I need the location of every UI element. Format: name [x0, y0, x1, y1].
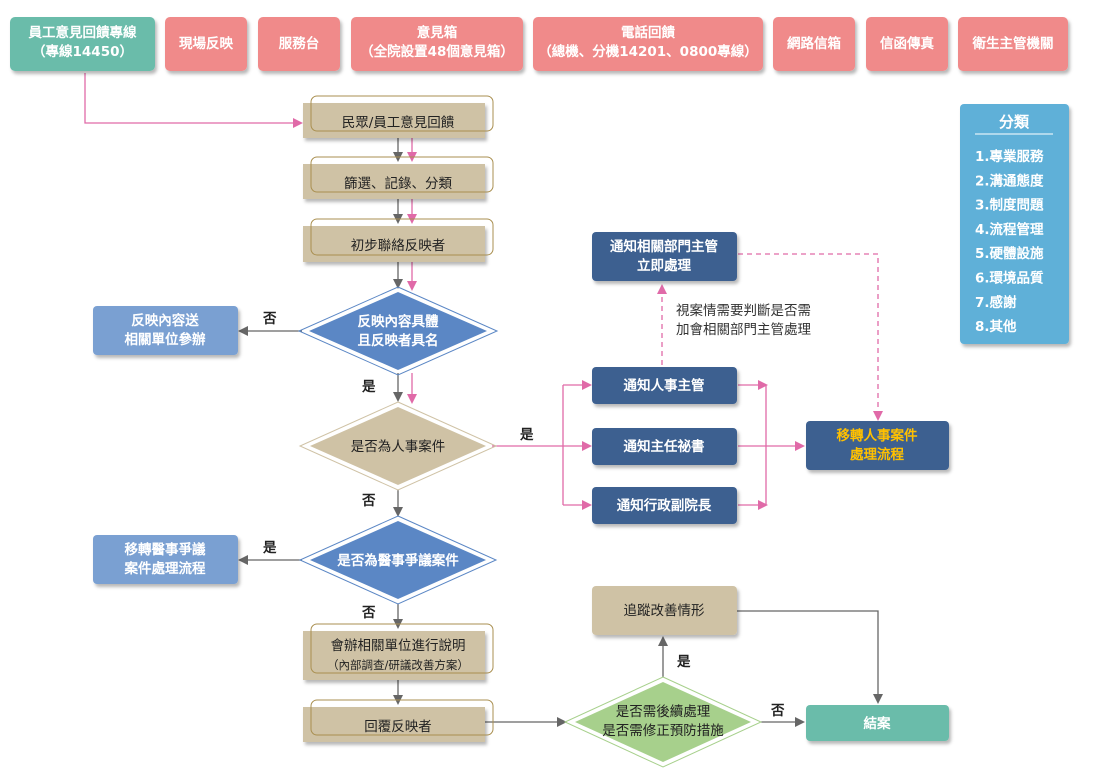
- judgement-note: 視案情需要判斷是否需加會相關部門主管處理: [676, 302, 811, 338]
- onsite-text: 現場反映: [179, 35, 233, 52]
- followup-diamond: [575, 682, 751, 762]
- medical-flow-text: 移轉醫事爭議案件處理流程: [124, 541, 206, 577]
- service-desk-text: 服務台: [279, 35, 320, 52]
- letter-fax-text: 信函傳真: [880, 35, 934, 52]
- personnel-diamond-outline: [298, 401, 498, 491]
- web-mail-text: 網路信箱: [787, 35, 841, 52]
- category-item: 4.流程管理: [975, 221, 1044, 238]
- joint-review-box: [303, 631, 485, 680]
- specific-diamond-outline: [297, 286, 499, 376]
- hr-head-box: [592, 367, 737, 404]
- forward-unit-text: 反映內容送相關單位參辦: [125, 312, 206, 348]
- category-item: 2.溝通態度: [975, 172, 1044, 189]
- letter-fax-box: [866, 17, 948, 71]
- followup-diamond-outline: [563, 676, 763, 768]
- track-text: 追蹤改善情形: [624, 603, 705, 619]
- service-desk-box: [258, 17, 340, 71]
- category-item: 3.制度問題: [975, 197, 1044, 214]
- followup-text: 是否需後續處理是否需修正預防措施: [602, 704, 724, 739]
- categories-box: [960, 104, 1069, 344]
- category-item: 6.環境品質: [975, 270, 1044, 287]
- label-personnel-no: 否: [361, 493, 376, 509]
- category-item: 8.其他: [975, 318, 1017, 335]
- transfer-hr-text: 移轉人事案件處理流程: [837, 427, 918, 463]
- hr-head-text: 通知人事主管: [624, 377, 705, 394]
- steps: 民眾/員工意見回饋 篩選、記錄、分類 初步聯絡反映者 會辦相關單位進行說明（內部…: [303, 95, 949, 742]
- contact-frame: [310, 218, 494, 256]
- category-item: 5.硬體設施: [975, 245, 1044, 262]
- forward-unit-box: [93, 306, 238, 355]
- label-specific-yes: 是: [362, 379, 376, 395]
- vp-box: [592, 487, 737, 524]
- feedback-box: [303, 103, 485, 138]
- medical-text: 是否為醫事爭議案件: [337, 552, 459, 569]
- dept-head-box: [592, 232, 737, 281]
- connectors: [84, 73, 883, 727]
- label-followup-yes: 是: [677, 654, 691, 670]
- label-personnel-yes: 是: [520, 427, 534, 443]
- vp-text: 通知行政副院長: [617, 497, 712, 514]
- close-text: 結案: [864, 715, 892, 732]
- phone-text: 電話回饋（總機、分機14201、0800專線）: [538, 24, 758, 60]
- joint-review-text: 會辦相關單位進行說明（內部調查/研議改善方案）: [327, 637, 469, 672]
- secretary-box: [592, 428, 737, 465]
- label-medical-yes: 是: [263, 540, 277, 556]
- phone-box: [533, 17, 763, 71]
- categories-list: 1.專業服務 2.溝通態度 3.制度問題 4.流程管理 5.硬體設施 6.環境品質 7.感謝…: [975, 148, 1044, 335]
- reply-frame: [310, 699, 494, 736]
- health-authority-text: 衛生主管機關: [972, 35, 1054, 52]
- track-box: [592, 586, 737, 635]
- category-item: 1.專業服務: [975, 148, 1044, 165]
- onsite-box: [165, 17, 247, 71]
- decisions: 反映內容具體且反映者具名 是否為人事案件 是否為醫事爭議案件 是否需後續處理是否…: [297, 286, 763, 768]
- reply-text: 回覆反映者: [364, 719, 432, 735]
- joint-review-frame: [310, 623, 494, 674]
- connector-track-close: [737, 610, 883, 704]
- personnel-diamond: [310, 407, 486, 485]
- secretary-text: 通知主任祕書: [624, 438, 705, 455]
- suggestion-box-box: [351, 17, 523, 71]
- contact-box: [303, 226, 485, 262]
- hotline-text: 員工意見回饋專線（專線14450）: [29, 24, 137, 60]
- outcomes: 反映內容送相關單位參辦 移轉醫事爭議案件處理流程 通知相關部門主管立即處理 通知…: [93, 232, 949, 584]
- category-item: 7.感謝: [975, 294, 1017, 311]
- label-specific-no: 否: [262, 311, 277, 327]
- screen-text: 篩選、記錄、分類: [344, 175, 452, 192]
- contact-text: 初步聯絡反映者: [351, 237, 446, 254]
- health-authority-box: [958, 17, 1068, 71]
- medical-flow-box: [93, 535, 238, 584]
- screen-frame: [310, 156, 494, 193]
- connector-hotline-feedback: [84, 73, 303, 128]
- feedback-frame: [310, 95, 494, 132]
- specific-diamond: [309, 292, 487, 370]
- web-mail-box: [773, 17, 855, 71]
- medical-diamond-outline: [298, 515, 498, 605]
- edge-labels: 否 是 是 否 是 否 是 否: [262, 311, 785, 719]
- categories-title: 分類: [999, 113, 1030, 131]
- connector-depthead-transfer-dashed: [738, 253, 883, 421]
- suggestion-box-text: 意見箱（全院設置48個意見箱）: [360, 24, 514, 60]
- transfer-hr-box: [806, 421, 949, 470]
- source-row: 員工意見回饋專線（專線14450） 現場反映 服務台 意見箱（全院設置48個意見…: [10, 17, 1068, 71]
- label-medical-no: 否: [361, 605, 376, 621]
- medical-diamond: [310, 521, 486, 599]
- dept-head-text: 通知相關部門主管立即處理: [610, 238, 718, 274]
- specific-text: 反映內容具體且反映者具名: [358, 313, 439, 349]
- reply-box: [303, 707, 485, 742]
- categories-panel: 分類 1.專業服務 2.溝通態度 3.制度問題 4.流程管理 5.硬體設施 6.環境品質 7…: [960, 104, 1069, 344]
- feedback-text: 民眾/員工意見回饋: [342, 114, 455, 131]
- label-followup-no: 否: [770, 703, 785, 719]
- personnel-text: 是否為人事案件: [351, 438, 446, 455]
- hotline-box: [10, 17, 155, 71]
- screen-box: [303, 164, 485, 199]
- close-box: [806, 705, 949, 741]
